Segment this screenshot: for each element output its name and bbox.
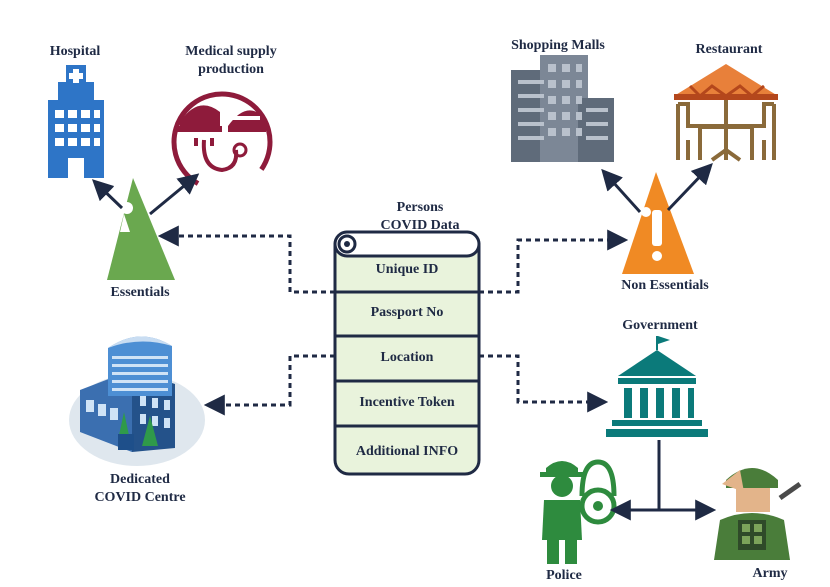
government-building-icon [606, 336, 708, 437]
persons-title-line2: COVID Data [380, 218, 460, 233]
persons-data-scroll [333, 230, 481, 476]
restaurant-label: Restaurant [695, 42, 763, 57]
hospital-icon [48, 65, 104, 178]
shopping-mall-icon [511, 55, 614, 162]
medical-supply-label-line1: Medical supply [185, 44, 277, 59]
covid-centre-building-icon [69, 336, 205, 466]
restaurant-icon [674, 64, 778, 162]
persons-title-line1: Persons [396, 200, 444, 215]
field-passport-no: Passport No [370, 305, 444, 320]
covid-centre-label-line2: COVID Centre [94, 490, 186, 505]
essentials-cone-icon [107, 178, 175, 280]
police-label: Police [546, 568, 582, 583]
field-unique-id: Unique ID [375, 262, 439, 277]
field-additional-info: Additional INFO [355, 444, 459, 459]
hospital-label: Hospital [49, 44, 101, 59]
connector-lines [91, 162, 717, 521]
army-label: Army [752, 566, 788, 581]
medical-supply-label-line2: production [198, 62, 264, 77]
field-location: Location [380, 350, 434, 365]
covid-centre-label-line1: Dedicated [110, 472, 170, 487]
dashed-connectors [157, 225, 629, 416]
non-essentials-label: Non Essentials [621, 278, 709, 293]
army-icon [714, 468, 802, 560]
medical-supply-icon [171, 91, 273, 193]
non-essentials-cone-icon [622, 172, 694, 274]
shopping-malls-label: Shopping Malls [511, 38, 605, 53]
field-incentive-token: Incentive Token [359, 395, 455, 410]
essentials-label: Essentials [110, 285, 170, 300]
government-label: Government [622, 318, 698, 333]
police-icon [540, 459, 617, 564]
